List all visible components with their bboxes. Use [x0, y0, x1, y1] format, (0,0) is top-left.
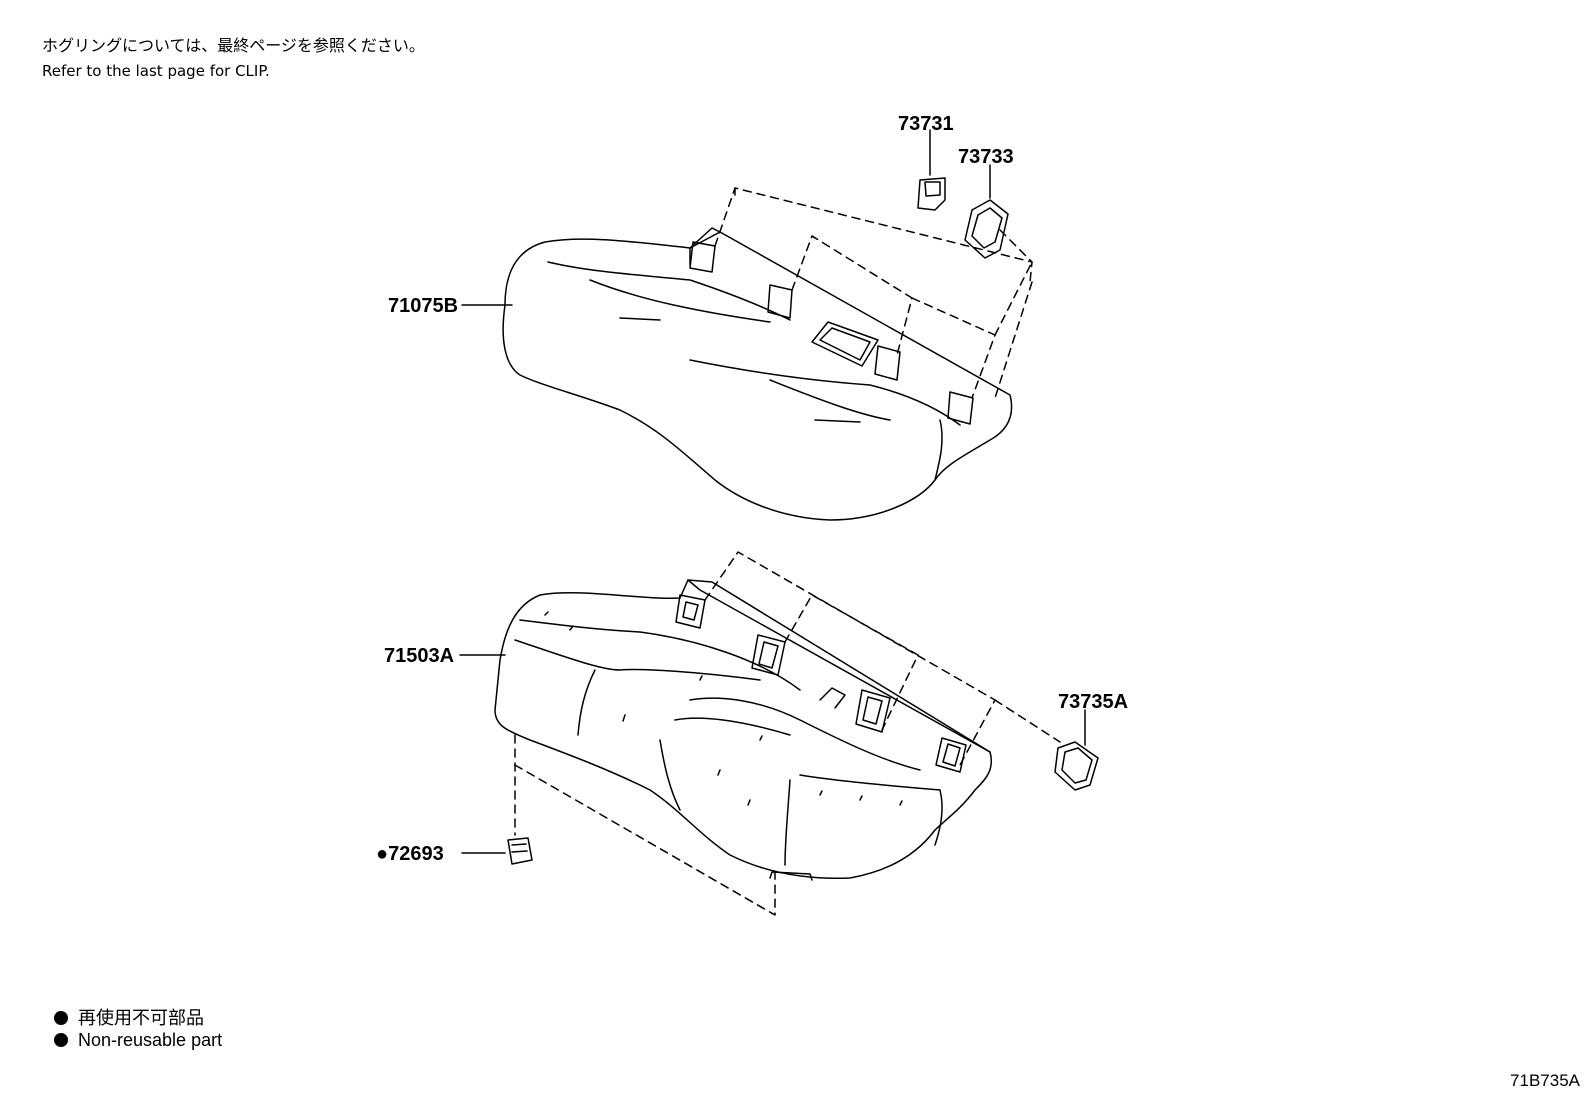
seat-cushion-stitches	[544, 611, 903, 806]
seat-cushion-flap-2-hole	[758, 641, 779, 669]
seat-cushion-seam-7	[799, 774, 941, 791]
seat-cushion-outline	[494, 579, 992, 880]
seat-cushion-seam-3	[577, 669, 596, 736]
bullet-icon	[54, 1033, 68, 1047]
seat-cushion-seam-4	[689, 697, 921, 771]
seat-cushion-flap-1	[675, 594, 706, 629]
seat-cushion-top-edge	[687, 579, 991, 753]
seat-back-crease-6	[814, 419, 861, 423]
seat-back-crease-3	[619, 317, 661, 321]
seat-cushion-bottom-tab	[769, 871, 813, 881]
legend-text-en: Non-reusable part	[78, 1030, 223, 1050]
part-label-71075B: 71075B	[388, 295, 458, 317]
seat-back-cover-drawing	[502, 227, 1013, 521]
seat-cushion-seam-1	[519, 619, 801, 691]
clip-73733-drawing	[964, 164, 1009, 259]
diagram-code: 71B735A	[1510, 1071, 1580, 1090]
seat-cushion-seam-6	[659, 739, 681, 811]
part-label-73731: 73731	[898, 113, 954, 135]
part-label-73735A: 73735A	[1058, 691, 1128, 713]
seat-cushion-flap-3	[855, 689, 891, 733]
seat-cushion-flap-4	[935, 737, 967, 773]
seat-cushion-cover-drawing	[494, 579, 992, 881]
seat-back-crease-2	[589, 279, 771, 323]
seat-cushion-flap-1-hole	[682, 601, 699, 621]
seat-back-outline	[502, 231, 1013, 521]
seat-back-opening	[811, 321, 879, 367]
seat-cushion-seam-8	[784, 779, 791, 866]
seat-back-crease-5	[769, 379, 891, 421]
seat-cushion-flap-4-hole	[942, 743, 961, 767]
seat-cushion-seam-2	[514, 639, 761, 681]
lower-dashed-lines	[514, 551, 1061, 916]
legend-text-jp: 再使用不可部品	[78, 1008, 204, 1028]
seat-back-flap-2	[767, 284, 793, 319]
clip-72693-drawing	[461, 837, 533, 865]
seat-back-flap-4	[947, 391, 974, 425]
seat-cushion-seam-5	[674, 717, 791, 736]
upper-dashed-lines	[714, 187, 1033, 399]
seat-back-crease-7	[934, 419, 943, 481]
clip-73735A-drawing	[1054, 709, 1099, 791]
seat-back-flap-3	[874, 345, 901, 381]
clip-73731-drawing	[917, 129, 946, 211]
seat-back-top-edge	[689, 227, 721, 266]
part-label-71503A: 71503A	[384, 645, 454, 667]
bullet-icon	[54, 1011, 68, 1025]
seat-back-opening-inner	[819, 327, 871, 361]
seat-cushion-flap-2	[751, 634, 786, 676]
part-label-72693: ●72693	[376, 843, 444, 865]
legend-japanese: 再使用不可部品	[54, 1004, 204, 1030]
seat-cushion-notch	[819, 687, 846, 709]
header-note-english: Refer to the last page for CLIP.	[42, 62, 270, 80]
seat-cushion-flap-3-hole	[862, 696, 883, 725]
seat-back-crease-4	[689, 359, 961, 426]
seat-back-crease-1	[547, 261, 791, 321]
header-note-japanese: ホグリングについては、最終ページを参照ください。	[42, 36, 425, 55]
legend-english: Non-reusable part	[54, 1030, 222, 1051]
seat-back-flap-1	[689, 241, 716, 273]
part-label-73733: 73733	[958, 146, 1014, 168]
seat-cushion-seam-9	[934, 789, 943, 846]
